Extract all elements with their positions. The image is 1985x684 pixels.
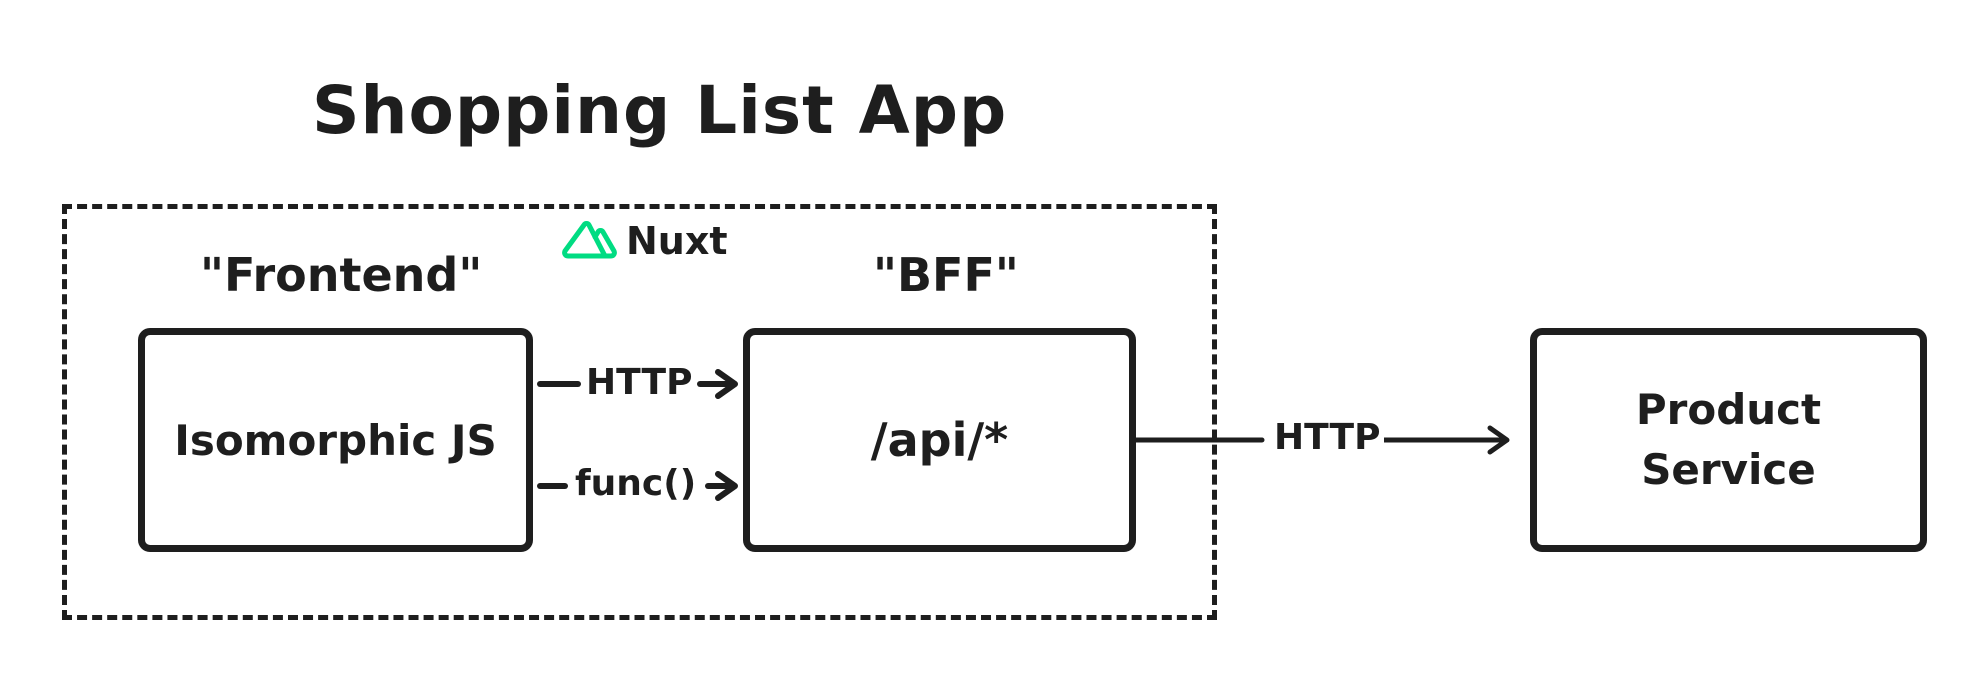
nuxt-label: Nuxt bbox=[626, 219, 728, 263]
nuxt-mountain-icon bbox=[560, 218, 620, 264]
api-node: /api/* bbox=[743, 328, 1136, 552]
isomorphic-js-label: Isomorphic JS bbox=[174, 415, 497, 465]
edge-label-http-frontend: HTTP bbox=[586, 362, 693, 403]
nuxt-logo: Nuxt bbox=[560, 218, 728, 264]
edge-label-func: func() bbox=[575, 463, 697, 504]
isomorphic-js-node: Isomorphic JS bbox=[138, 328, 533, 552]
func-arrowhead bbox=[715, 471, 738, 501]
http-arrowhead bbox=[715, 369, 738, 399]
diagram-title: Shopping List App bbox=[312, 72, 1008, 149]
frontend-heading: "Frontend" bbox=[200, 248, 483, 302]
api-label: /api/* bbox=[870, 413, 1009, 467]
edge-label-http-service: HTTP bbox=[1270, 417, 1385, 458]
bff-heading: "BFF" bbox=[873, 248, 1019, 302]
product-service-node: Product Service bbox=[1530, 328, 1927, 552]
nuxt-group-boundary bbox=[62, 204, 1217, 620]
product-service-label: Product Service bbox=[1635, 385, 1822, 494]
api-product-arrowhead bbox=[1487, 425, 1510, 455]
